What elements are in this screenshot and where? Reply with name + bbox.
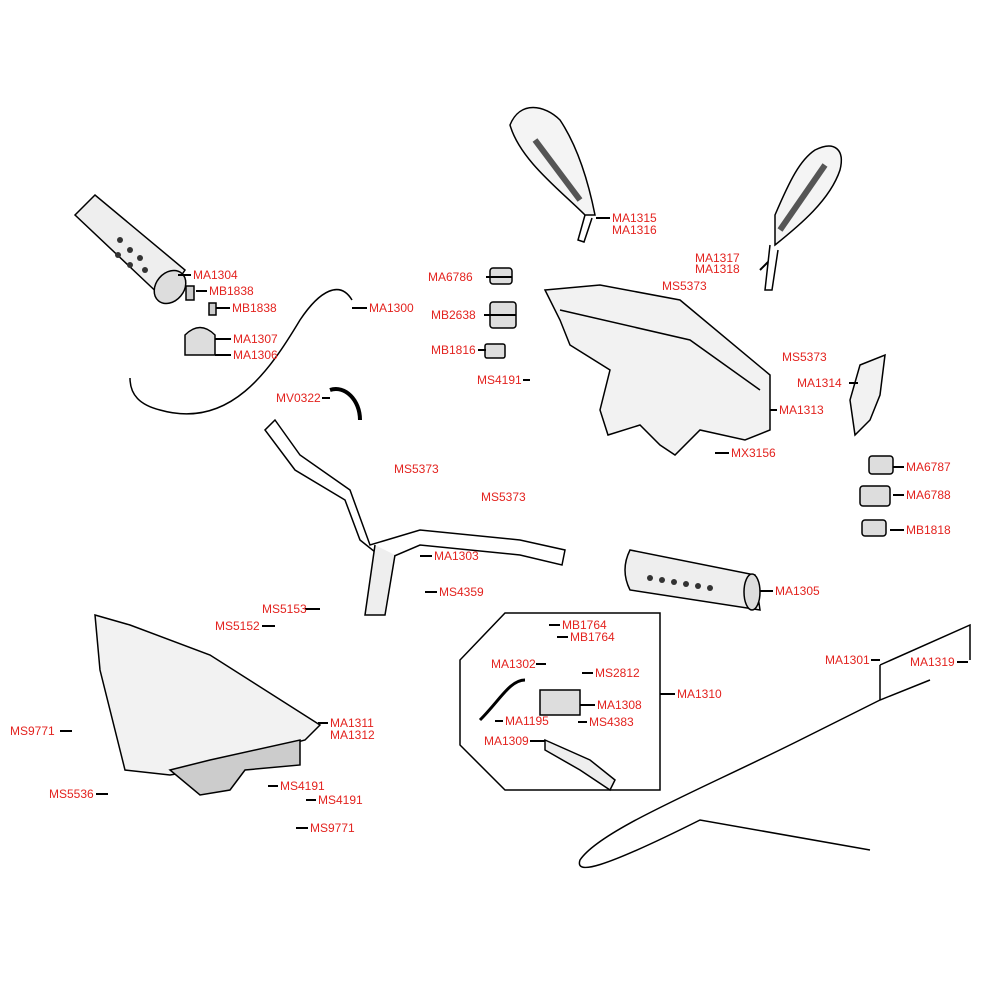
part-label[interactable]: MS2812 — [595, 666, 640, 680]
part-label[interactable]: MS4359 — [439, 585, 484, 599]
part-label[interactable]: MB1838 — [232, 301, 277, 315]
part-label[interactable]: MA1300 — [369, 301, 414, 315]
lever-assembly-box — [459, 612, 661, 791]
part-label[interactable]: MA6787 — [906, 460, 951, 474]
left-grip — [73, 193, 187, 305]
part-label[interactable]: MB2638 — [431, 308, 476, 322]
part-label[interactable]: MA1306 — [233, 348, 278, 362]
part-label[interactable]: MA1319 — [910, 655, 955, 669]
part-label[interactable]: MB1816 — [431, 343, 476, 357]
part-label[interactable]: MS5152 — [215, 619, 260, 633]
part-label[interactable]: MS5373 — [662, 279, 707, 293]
part-label[interactable]: MS4191 — [318, 793, 363, 807]
part-label[interactable]: MB1764 — [562, 618, 607, 632]
part-label[interactable]: MA1195 — [505, 714, 549, 728]
part-label[interactable]: MS4191 — [477, 373, 522, 387]
part-label[interactable]: MA1316 — [612, 223, 657, 237]
part-label[interactable]: MB1764 — [570, 630, 615, 644]
part-label[interactable]: MA6788 — [906, 488, 951, 502]
part-label[interactable]: MA1307 — [233, 332, 278, 346]
part-label[interactable]: MB1818 — [906, 523, 951, 537]
part-label[interactable]: MA1311 — [330, 716, 374, 730]
brake-cable — [578, 679, 931, 869]
part-label[interactable]: MA1309 — [484, 734, 529, 748]
part-label[interactable]: MS5373 — [782, 350, 827, 364]
leader-lines — [60, 217, 968, 829]
part-label[interactable]: MA1318 — [695, 262, 740, 276]
part-label[interactable]: MX3156 — [731, 446, 776, 460]
part-label[interactable]: MA1301 — [825, 653, 870, 667]
part-label[interactable]: MS4383 — [589, 715, 634, 729]
part-label[interactable]: MS5373 — [481, 490, 526, 504]
part-label[interactable]: MS9771 — [310, 821, 355, 835]
throttle-cable — [129, 289, 353, 415]
part-label[interactable]: MA1317 — [695, 251, 740, 265]
right-grip — [624, 549, 761, 611]
part-label[interactable]: MA1303 — [434, 549, 479, 563]
part-label[interactable]: MS5153 — [262, 602, 307, 616]
part-label[interactable]: MS4191 — [280, 779, 325, 793]
part-label[interactable]: MA1302 — [491, 657, 536, 671]
part-label[interactable]: MA1315 — [612, 211, 657, 225]
right-mirror — [764, 145, 842, 291]
part-label[interactable]: MS5373 — [394, 462, 439, 476]
part-label[interactable]: MS5536 — [49, 787, 94, 801]
left-mirror — [509, 106, 596, 243]
handlebar — [264, 418, 566, 566]
handlebar-rear-cover — [543, 284, 771, 456]
part-label[interactable]: MA1314 — [797, 376, 842, 390]
part-label[interactable]: MV0322 — [276, 391, 321, 405]
part-label[interactable]: MB1838 — [209, 284, 254, 298]
part-label[interactable]: MA1310 — [677, 687, 722, 701]
part-label[interactable]: MS9771 — [10, 724, 55, 738]
part-label[interactable]: MA1305 — [775, 584, 820, 598]
part-label[interactable]: MA1312 — [330, 728, 375, 742]
part-label[interactable]: MA1304 — [193, 268, 238, 282]
part-label[interactable]: MA1313 — [779, 403, 824, 417]
part-label[interactable]: MA1308 — [597, 698, 642, 712]
part-label[interactable]: MA6786 — [428, 270, 473, 284]
